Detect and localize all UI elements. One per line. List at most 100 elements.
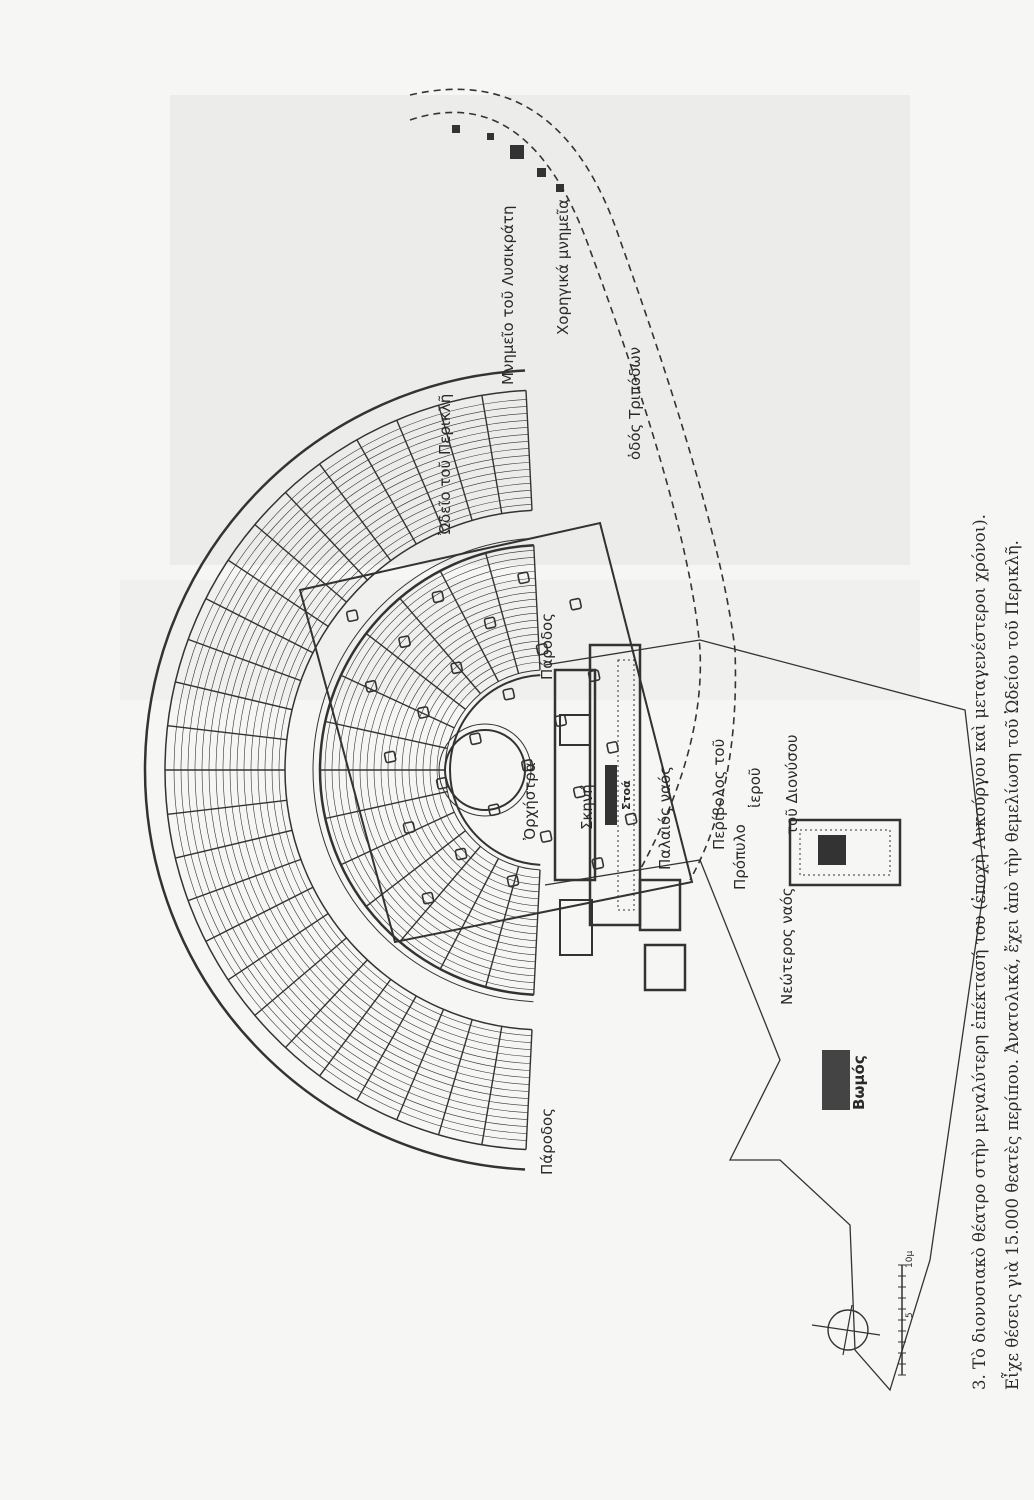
stairway <box>167 724 287 741</box>
stairway <box>533 545 541 671</box>
stairway <box>227 559 329 628</box>
odeion-columns <box>345 571 638 905</box>
caption-line-1: 3. Τὸ διονυσιακὸ θέατρο στὴν μεγαλύτερη … <box>970 514 989 1390</box>
bleed-through-block <box>120 580 920 700</box>
stairway <box>175 829 293 859</box>
stairway <box>319 463 392 562</box>
odeion-column <box>454 847 468 861</box>
stairway <box>205 597 314 654</box>
orchestra-circle <box>444 729 526 811</box>
odeion-column <box>402 821 416 834</box>
odeion-outline <box>298 521 694 944</box>
odeion-column <box>450 661 464 675</box>
monument-marker <box>487 133 494 140</box>
stairway <box>356 995 417 1101</box>
north-arrow-icon <box>811 1304 881 1356</box>
cavea-arc <box>143 369 526 1171</box>
odeion-column <box>502 687 516 701</box>
tripods-street-line <box>409 111 702 871</box>
stairway <box>533 869 541 995</box>
cavea <box>143 369 541 1171</box>
stairway <box>525 1029 533 1150</box>
stairway <box>439 570 500 682</box>
odeion-column <box>483 616 497 630</box>
odeion-column <box>539 830 553 843</box>
label-tripods-street: ὁδός Τριπόδων <box>626 347 644 460</box>
odeion-column <box>435 776 449 790</box>
stairway <box>396 1009 445 1121</box>
label-choregic: Χορηγικά μνημεῖα <box>554 199 572 335</box>
stairway <box>399 845 481 943</box>
stairway <box>325 720 448 750</box>
label-odeion: Ὠδεῖο τοῦ Περικλῆ <box>436 394 454 535</box>
odeion-column <box>345 609 359 623</box>
stairway <box>399 597 481 695</box>
stairway <box>481 395 503 514</box>
peribolos-wall <box>544 639 986 1392</box>
label-peribolos: Περίβολος τοῦ <box>710 739 728 850</box>
odeion-column <box>398 635 411 649</box>
stairway <box>340 811 455 866</box>
lysicrates-marker <box>510 145 524 159</box>
cavea-arc <box>449 674 541 866</box>
label-lysicrates: Μνημεῖο τοῦ Λυσικράτη <box>499 206 517 385</box>
stairway <box>187 858 302 902</box>
cavea-arc <box>284 509 533 1031</box>
cavea-arc <box>164 389 527 1151</box>
label-new-temple: Νεώτερος ναός <box>778 887 796 1005</box>
stairway <box>439 858 500 970</box>
scale-label-10: 10μ <box>905 1251 915 1268</box>
label-old-temple: Παλαιός ναός <box>656 766 674 870</box>
odeion-column <box>554 714 568 728</box>
stairway <box>167 799 287 816</box>
stairway <box>396 419 445 531</box>
odeion-column <box>572 785 586 799</box>
monument-marker <box>556 184 564 192</box>
stairway <box>227 912 329 981</box>
odeion-column <box>421 891 435 905</box>
label-peribolos: τοῦ Διονύσου <box>783 734 801 835</box>
odeion-column <box>624 812 638 826</box>
odeion-column <box>521 758 534 772</box>
odeion-column <box>569 597 582 611</box>
stairway <box>437 1019 473 1135</box>
odeion-column <box>487 803 501 817</box>
orchestra-ring <box>438 723 532 817</box>
monument-marker <box>537 168 546 177</box>
odeion-column <box>469 732 482 746</box>
odeion-column <box>587 669 601 683</box>
odeion-column <box>506 874 520 888</box>
label-parodos-left: Πάροδος <box>538 1108 556 1175</box>
caption-line-2: Εἶχε θέσεις γιὰ 15.000 θεατὲς περίπου. Ἀ… <box>1001 540 1022 1390</box>
label-orchestra: Ὀρχήστρα <box>521 762 539 840</box>
new-temple <box>788 818 902 887</box>
stairway <box>356 439 417 545</box>
stairway <box>284 959 368 1049</box>
stairway <box>319 978 392 1077</box>
label-parodos-right: Πάροδος <box>538 613 556 680</box>
stairway <box>187 638 302 682</box>
odeion-column <box>606 741 619 754</box>
label-propylon: Πρόπυλο <box>731 824 749 890</box>
stairway <box>175 681 293 711</box>
cavea-arc <box>312 537 534 1003</box>
scale-label-5: 5 <box>905 1312 915 1318</box>
stairway <box>254 937 347 1016</box>
stairway <box>525 390 533 511</box>
stairway <box>254 524 347 603</box>
stairway <box>484 552 520 674</box>
label-altar: Βωμός <box>850 1055 868 1110</box>
odeion-column <box>517 571 530 585</box>
stairway <box>340 674 455 729</box>
monument-marker <box>452 125 460 133</box>
label-skene: Σκηνή <box>578 784 596 830</box>
stairway <box>325 790 448 820</box>
label-peribolos: ἱεροῦ <box>746 767 764 808</box>
altar-block <box>822 1050 850 1110</box>
odeion-column <box>364 679 378 693</box>
tripods-street-line <box>409 88 737 881</box>
odeion-column <box>591 857 605 870</box>
odeion-column <box>535 642 549 656</box>
stairway <box>365 632 466 710</box>
